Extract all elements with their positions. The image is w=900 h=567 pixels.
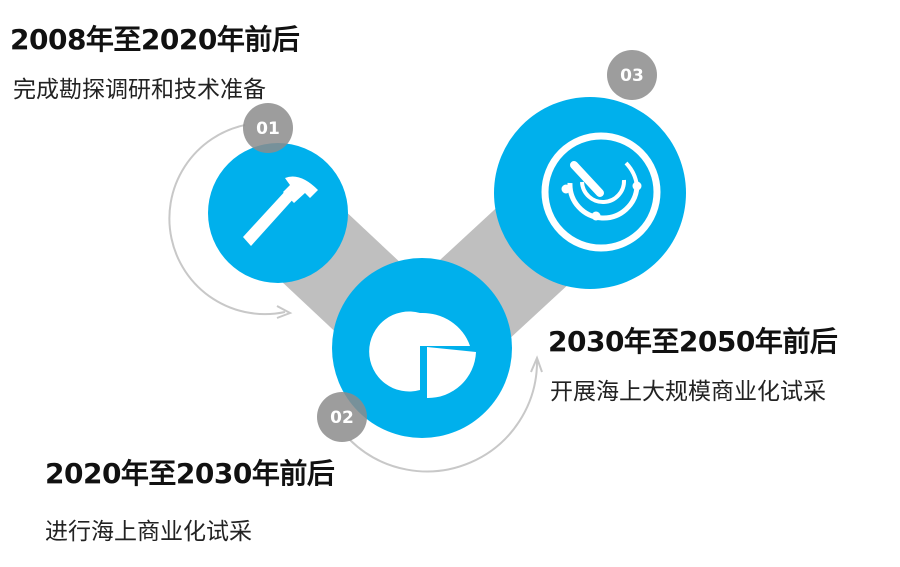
badge-03: 03 [607,50,657,100]
stage-circle-3 [494,97,686,289]
arrow-curve-1 [168,124,286,316]
badge-02: 02 [317,392,367,442]
pie-chart-icon [369,311,476,399]
stage-3-title: 2030年至2050年前后 [548,325,838,358]
stage-3-description: 开展海上大规模商业化试采 [550,379,826,405]
stage-circle-2 [332,258,512,438]
stage-2-title: 2020年至2030年前后 [45,457,335,490]
stage-1-title: 2008年至2020年前后 [10,23,300,56]
arrow-curve-2 [349,359,539,473]
svg-text:03: 03 [620,66,644,86]
hammer-icon [243,176,318,246]
radar-gauge-icon [541,132,661,252]
svg-text:01: 01 [256,119,280,139]
stage-1-description: 完成勘探调研和技术准备 [13,77,266,103]
arrow-head-1 [276,305,293,319]
arrow-head-2 [530,355,543,373]
stage-2-description: 进行海上商业化试采 [45,519,252,545]
badge-01: 01 [243,103,293,153]
svg-text:02: 02 [330,408,354,428]
